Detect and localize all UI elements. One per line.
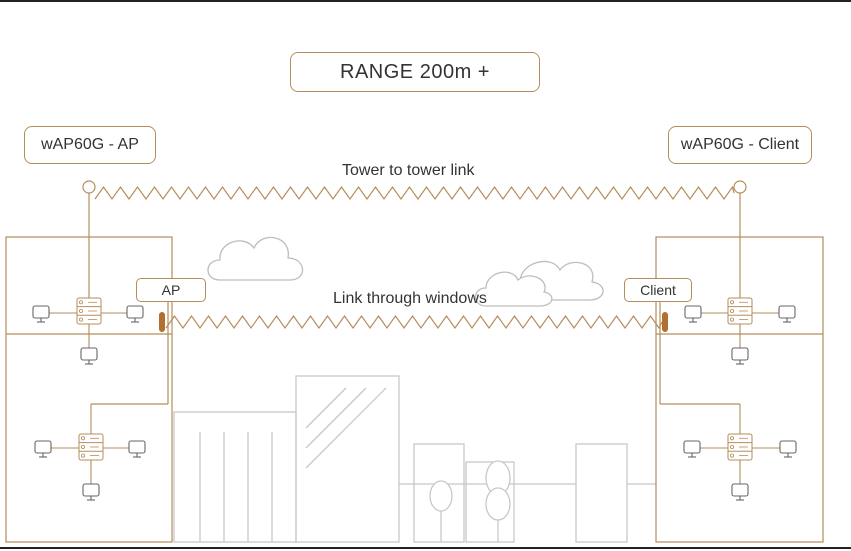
monitor-icon <box>731 483 749 501</box>
building-3 <box>413 443 465 543</box>
tower-link-label: Tower to tower link <box>342 162 475 179</box>
router-icon <box>727 297 753 325</box>
building-group <box>173 375 656 543</box>
router-icon <box>78 433 104 461</box>
ap-window-radio <box>91 300 169 405</box>
window-link-label: Link through windows <box>333 290 487 307</box>
building-4 <box>465 461 515 543</box>
monitor-icon <box>778 305 796 323</box>
building-2 <box>295 375 400 543</box>
client-window-radio <box>659 300 740 405</box>
ap-window-label: AP <box>136 278 206 302</box>
client-upper-network <box>684 297 796 365</box>
ap-upper-network <box>32 297 144 365</box>
monitor-icon <box>32 305 50 323</box>
router-icon <box>727 433 753 461</box>
building-1 <box>173 411 297 543</box>
ap-device-label: wAP60G - AP <box>24 126 156 164</box>
cloud-icon <box>474 271 553 307</box>
monitor-icon <box>779 440 797 458</box>
client-device-label: wAP60G - Client <box>668 126 812 164</box>
monitor-icon <box>731 347 749 365</box>
ap-lower-network <box>34 404 146 501</box>
antenna-icon <box>733 180 747 298</box>
window-link <box>165 314 663 330</box>
monitor-icon <box>126 305 144 323</box>
monitor-icon <box>128 440 146 458</box>
router-icon <box>76 297 102 325</box>
monitor-icon <box>684 305 702 323</box>
client-lower-network <box>683 404 797 501</box>
range-label: RANGE 200m + <box>290 52 540 92</box>
monitor-icon <box>34 440 52 458</box>
tower-to-tower-link <box>94 185 735 201</box>
tree-icon <box>429 480 453 542</box>
client-window-label: Client <box>624 278 692 302</box>
monitor-icon <box>80 347 98 365</box>
building-5 <box>575 443 628 543</box>
top-border <box>0 0 851 2</box>
antenna-icon <box>82 180 96 298</box>
monitor-icon <box>683 440 701 458</box>
bottom-border <box>0 547 851 549</box>
cloud-icon <box>207 236 304 281</box>
tree-icon <box>485 460 511 542</box>
monitor-icon <box>82 483 100 501</box>
